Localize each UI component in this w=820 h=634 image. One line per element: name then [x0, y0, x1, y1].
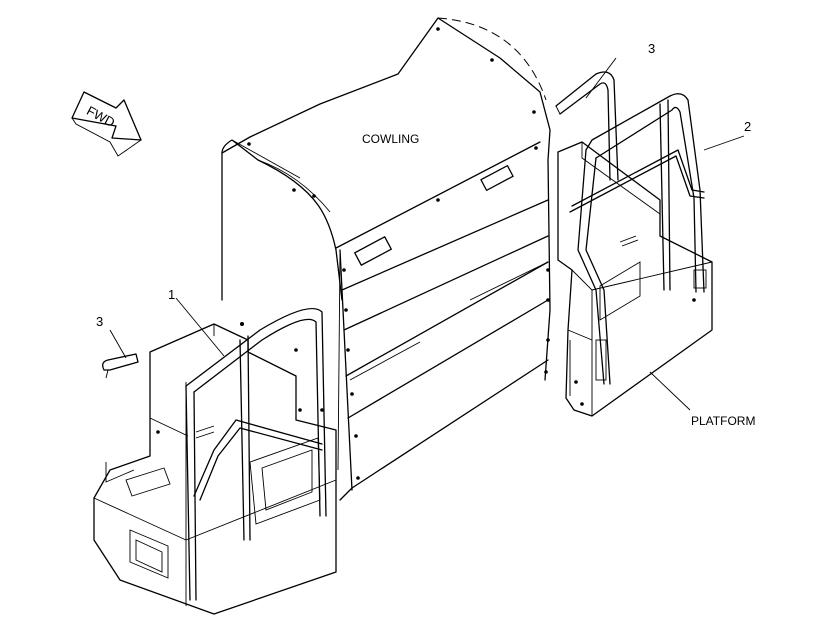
platform-label: PLATFORM	[691, 414, 756, 428]
callout-3-top: 3	[648, 41, 656, 56]
hook-bracket	[102, 353, 139, 379]
handrail-left	[185, 308, 327, 601]
callout-1: 1	[168, 287, 176, 302]
bolt-heads	[156, 27, 696, 480]
callout-3-left: 3	[96, 314, 104, 329]
cowling-label: COWLING	[362, 132, 420, 146]
callout-2: 2	[744, 119, 752, 134]
right-platform	[557, 141, 713, 417]
handrail-right	[569, 93, 705, 385]
leader-lines	[109, 57, 745, 411]
cowling	[221, 17, 551, 501]
left-platform	[93, 323, 337, 615]
fwd-arrow-icon	[71, 91, 142, 157]
grab-bar-top	[555, 71, 619, 181]
